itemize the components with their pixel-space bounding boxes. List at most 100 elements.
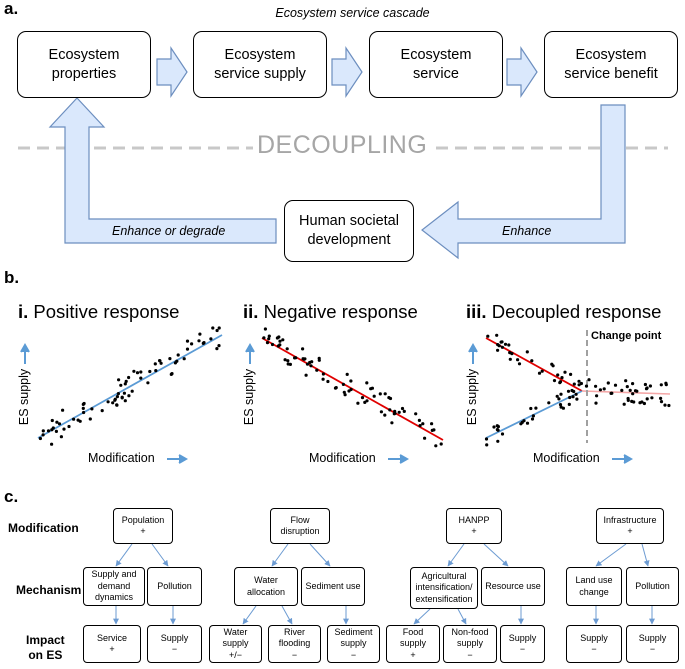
chart-iii-point: [497, 344, 501, 348]
chart-i-point: [51, 426, 55, 430]
chart-iii-point: [517, 362, 522, 366]
chart-i-point: [176, 353, 180, 357]
chart-ii-point: [304, 373, 308, 377]
chart-i-point: [82, 410, 86, 415]
chart-i-point: [123, 382, 127, 386]
t3-edge-top-m1: [447, 543, 465, 567]
chart-ii-title-text: Negative response: [263, 301, 418, 322]
chart-ii-point: [393, 409, 397, 413]
chart-i-point: [116, 392, 120, 396]
chart-ii-point: [421, 422, 425, 426]
chart-ii-point: [301, 347, 305, 351]
chart-iii-point: [525, 350, 529, 354]
chart-ii-point: [267, 334, 271, 338]
chart-iii-point: [559, 392, 563, 396]
chart-i-point: [113, 398, 117, 402]
chart-iii-point: [519, 422, 523, 426]
chart-i-point: [197, 339, 201, 343]
chart-i-point: [115, 403, 119, 407]
chart-ii-point: [263, 327, 267, 331]
chart-iii-point: [638, 401, 642, 405]
chart-ii-point: [278, 339, 282, 343]
chart-ii-point: [321, 372, 325, 376]
chart-iii-point: [496, 439, 500, 443]
chart-iii-point: [594, 384, 598, 388]
chart-ii-point: [365, 381, 369, 385]
chart-iii-point: [631, 392, 635, 396]
chart-iii-point: [508, 351, 512, 355]
chart-ii-point: [360, 396, 365, 400]
t2-impact-3: Sediment supply −: [327, 625, 380, 663]
row-label-impact: Impact on ES: [26, 633, 65, 662]
chart-i-title-text: Positive response: [33, 301, 180, 322]
t1-mechanism-2: Pollution: [147, 567, 202, 606]
box-ecosystem-properties: Ecosystem properties: [17, 31, 151, 98]
chart-i-point: [46, 429, 51, 433]
chart-iii-point: [516, 358, 520, 362]
t4-impact-1: Supply −: [566, 625, 622, 663]
chart-ii-title: ii. Negative response: [243, 301, 418, 323]
panel-c-letter: c.: [4, 487, 19, 506]
chart-iii-point: [492, 425, 496, 429]
chart-ii-point: [390, 421, 394, 425]
chart-ii-xlabel: Modification: [309, 451, 376, 465]
chart-i-point: [168, 357, 172, 361]
chart-iii-point: [495, 333, 499, 337]
chart-iii-post-trend-line: [581, 390, 671, 395]
cascade-arrow-1: [156, 46, 188, 98]
chart-iii-point: [643, 382, 648, 387]
t4-mechanism-1: Land use change: [566, 567, 622, 606]
chart-iii-point: [496, 348, 500, 352]
t2-impact-1: Water supply +/−: [209, 625, 262, 663]
feedback-arrow-right: [421, 104, 626, 260]
chart-i-point: [185, 339, 190, 343]
chart-iii-point: [484, 437, 489, 441]
chart-iii-point: [642, 401, 647, 406]
chart-iii-point: [595, 394, 599, 398]
chart-iii-point: [664, 383, 668, 387]
chart-ii-point: [414, 412, 418, 416]
chart-iii-point: [534, 406, 538, 410]
chart-i-point: [215, 328, 219, 333]
chart-ii-point: [317, 356, 321, 360]
chart-ii-point: [341, 382, 345, 386]
chart-iii-point: [587, 378, 591, 382]
chart-iii-point: [529, 406, 533, 411]
chart-i-point: [153, 362, 157, 366]
chart-ii-point: [402, 409, 406, 413]
t4-mechanism-2: Pollution: [626, 567, 679, 606]
t3-mechanism-1: Agricultural intensification/ extensific…: [410, 567, 478, 609]
chart-i-point: [62, 427, 66, 431]
chart-iii-point: [650, 396, 654, 400]
chart-i-point: [132, 369, 136, 373]
t2-edge-m1-i1: [242, 605, 257, 625]
chart-i-point: [182, 357, 186, 361]
chart-i-point: [88, 417, 92, 421]
chart-iii-point: [556, 373, 560, 377]
chart-iii-point: [620, 388, 624, 392]
chart-ii-x-arrow: [388, 454, 410, 464]
chart-i-point: [127, 375, 131, 380]
chart-i-point: [61, 408, 65, 412]
chart-i-point: [106, 400, 110, 404]
chart-iii-point: [525, 421, 530, 425]
chart-iii-point: [566, 389, 571, 393]
chart-iii-point: [631, 382, 635, 386]
t4-modification: Infrastructure +: [596, 508, 664, 544]
chart-i-point: [41, 429, 45, 433]
chart-iii-point: [613, 383, 618, 387]
chart-iii-point: [500, 432, 505, 436]
t4-impact-2: Supply −: [626, 625, 679, 663]
chart-i-point: [55, 420, 59, 424]
chart-i-point: [81, 406, 85, 410]
chart-ii-point: [383, 413, 387, 417]
t3-edge-top-m2: [483, 543, 509, 567]
chart-ii-point: [434, 444, 438, 448]
chart-iii-point: [508, 357, 512, 361]
t2-edge-top-m1: [271, 543, 289, 567]
row-label-modification: Modification: [8, 521, 79, 535]
chart-i-point: [198, 332, 202, 336]
chart-iii-point: [663, 403, 667, 407]
